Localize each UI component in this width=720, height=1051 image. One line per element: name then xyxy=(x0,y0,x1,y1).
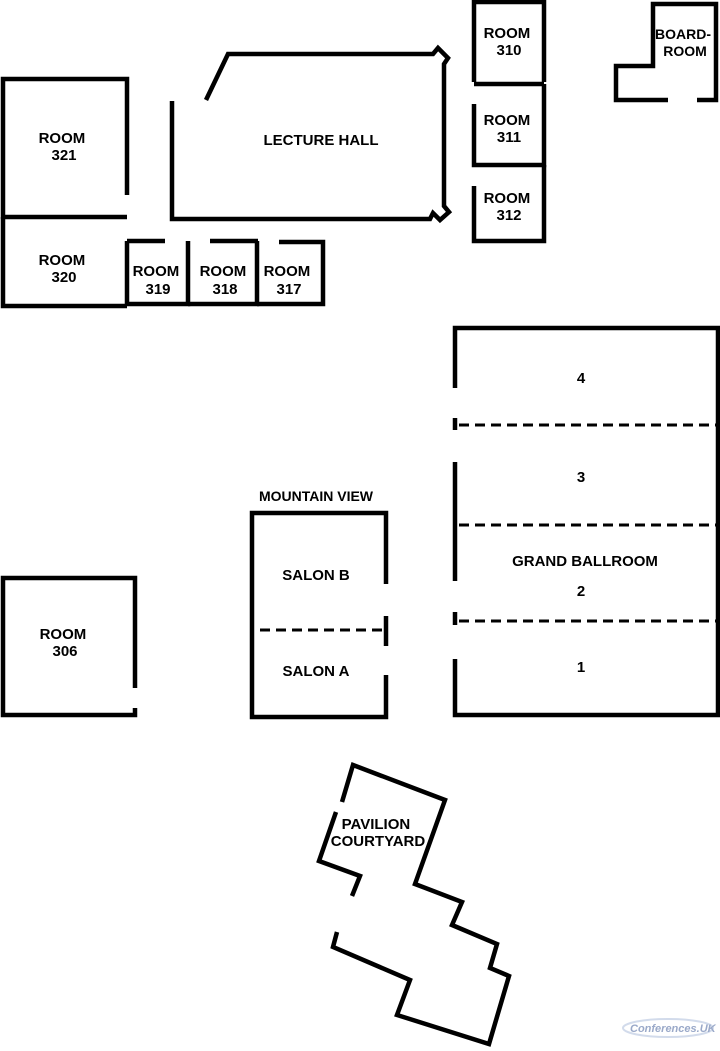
salon-b-label: SALON B xyxy=(282,567,350,584)
mountain-view: MOUNTAIN VIEW SALON B SALON A xyxy=(249,488,389,720)
conferences-uk-watermark: Conferences.UK xyxy=(622,1018,717,1038)
pavilion-courtyard: PAVILION COURTYARD xyxy=(316,762,512,1047)
lecture-hall: LECTURE HALL xyxy=(169,44,453,224)
lecture-hall-label: LECTURE HALL xyxy=(264,132,379,149)
room-319: ROOM 319 xyxy=(124,238,191,307)
room-306-label: ROOM 306 xyxy=(40,626,91,660)
pavilion-courtyard-label: PAVILION COURTYARD xyxy=(331,816,426,850)
room-318-label: ROOM 318 xyxy=(200,263,251,298)
grand-ballroom: 4 3 GRAND BALLROOM 2 1 xyxy=(452,325,720,718)
watermark-text: Conferences.UK xyxy=(630,1023,717,1035)
room-312: ROOM 312 xyxy=(471,165,547,244)
room-312-label: ROOM 312 xyxy=(484,190,535,224)
ballroom-section-3-label: 3 xyxy=(577,469,585,486)
room-319-label: ROOM 319 xyxy=(133,263,184,298)
grand-ballroom-label: GRAND BALLROOM xyxy=(512,553,658,570)
room-310: ROOM 310 xyxy=(471,0,547,87)
room-320: ROOM 320 xyxy=(0,217,127,309)
room-321: ROOM 321 xyxy=(0,76,130,220)
ballroom-section-1-label: 1 xyxy=(577,659,585,676)
room-318: ROOM 318 xyxy=(188,238,260,307)
room-320-label: ROOM 320 xyxy=(39,252,90,286)
boardroom-label: BOARD- ROOM xyxy=(655,26,715,59)
room-321-label: ROOM 321 xyxy=(39,130,90,164)
room-310-label: ROOM 310 xyxy=(484,25,535,59)
boardroom: BOARD- ROOM xyxy=(613,1,719,103)
room-317: ROOM 317 xyxy=(257,239,326,307)
room-311-label: ROOM 311 xyxy=(484,112,535,146)
room-306: ROOM 306 xyxy=(0,575,138,718)
ballroom-section-2-label: 2 xyxy=(577,583,585,600)
room-317-label: ROOM 317 xyxy=(264,263,315,298)
ballroom-section-4-label: 4 xyxy=(577,370,586,387)
salon-a-label: SALON A xyxy=(283,663,350,680)
room-311: ROOM 311 xyxy=(471,84,547,168)
mountain-view-label: MOUNTAIN VIEW xyxy=(259,488,374,504)
